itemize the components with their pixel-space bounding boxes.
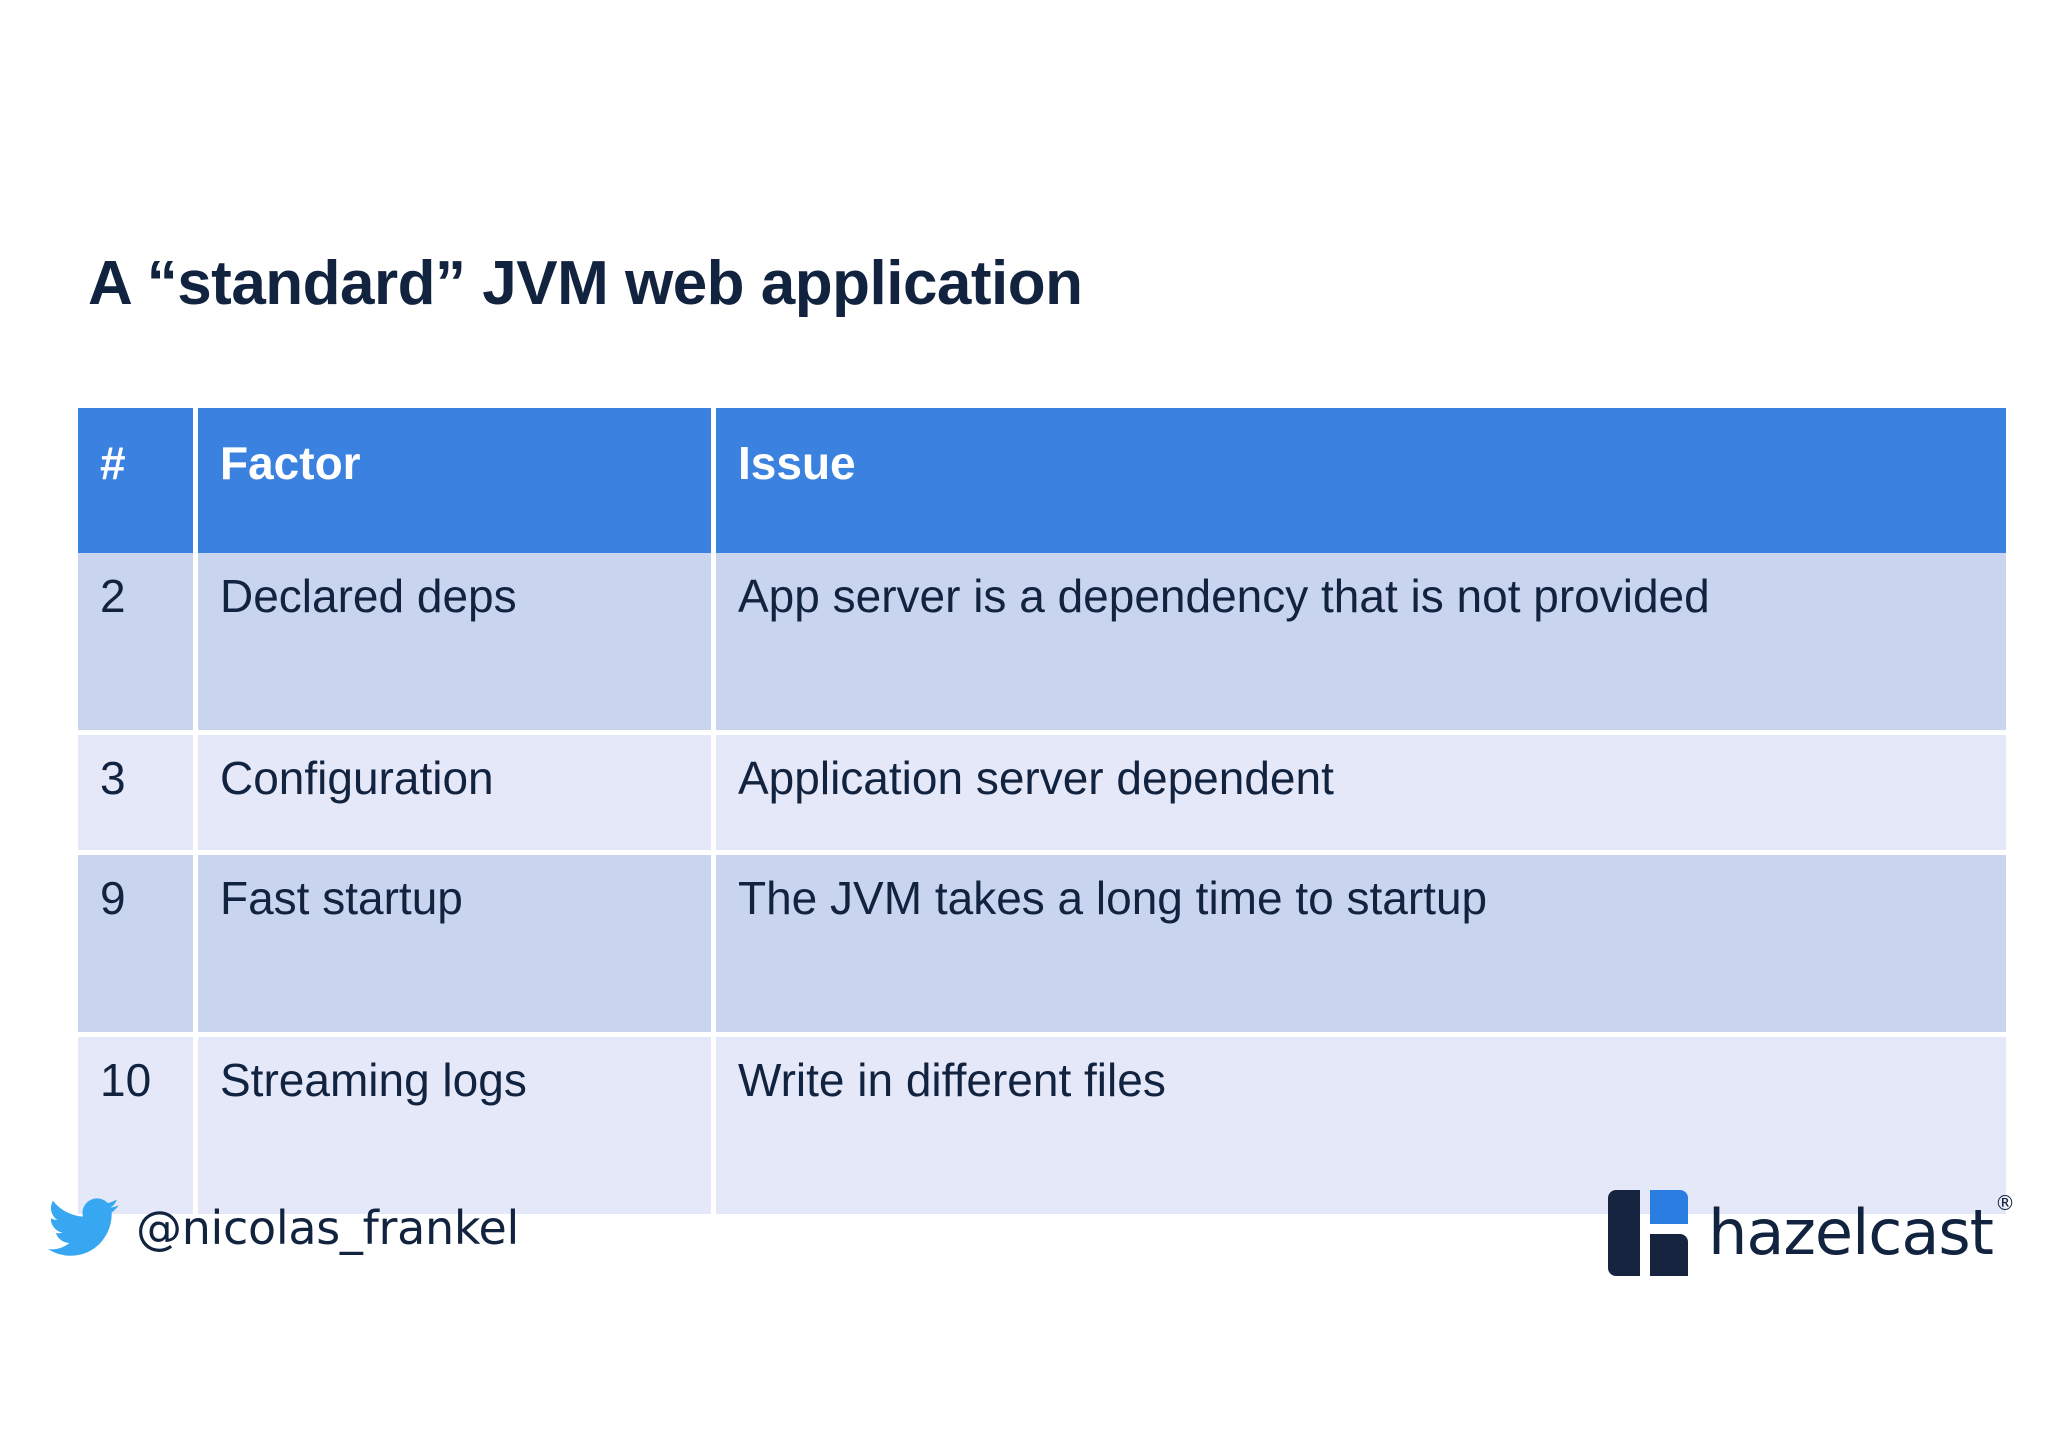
hazelcast-wordmark-text: hazelcast bbox=[1708, 1196, 1994, 1269]
cell-issue: Write in different files bbox=[716, 1037, 2006, 1219]
table-row: 9 Fast startup The JVM takes a long time… bbox=[78, 855, 2006, 1037]
cell-factor: Configuration bbox=[198, 735, 716, 855]
registered-trademark-symbol: ® bbox=[1995, 1191, 2015, 1216]
cell-issue: The JVM takes a long time to startup bbox=[716, 855, 2006, 1037]
table-header-row: # Factor Issue bbox=[78, 408, 2006, 553]
hazelcast-wordmark: hazelcast® bbox=[1708, 1193, 2015, 1264]
cell-issue: Application server dependent bbox=[716, 735, 2006, 855]
column-header-number: # bbox=[78, 408, 198, 553]
cell-number: 10 bbox=[78, 1037, 198, 1219]
page-title: A “standard” JVM web application bbox=[88, 248, 1083, 318]
factors-table: # Factor Issue 2 Declared deps App serve… bbox=[78, 408, 2006, 1219]
twitter-credit: @nicolas_frankel bbox=[48, 1198, 519, 1258]
table-body: 2 Declared deps App server is a dependen… bbox=[78, 553, 2006, 1219]
column-header-factor: Factor bbox=[198, 408, 716, 553]
cell-number: 3 bbox=[78, 735, 198, 855]
cell-factor: Fast startup bbox=[198, 855, 716, 1037]
table-row: 3 Configuration Application server depen… bbox=[78, 735, 2006, 855]
table-row: 10 Streaming logs Write in different fil… bbox=[78, 1037, 2006, 1219]
cell-factor: Declared deps bbox=[198, 553, 716, 735]
cell-number: 9 bbox=[78, 855, 198, 1037]
hazelcast-logo: hazelcast® bbox=[1608, 1190, 2015, 1276]
table-row: 2 Declared deps App server is a dependen… bbox=[78, 553, 2006, 735]
cell-factor: Streaming logs bbox=[198, 1037, 716, 1219]
cell-number: 2 bbox=[78, 553, 198, 735]
hazelcast-logo-icon bbox=[1608, 1190, 1689, 1276]
column-header-issue: Issue bbox=[716, 408, 2006, 553]
table-header: # Factor Issue bbox=[78, 408, 2006, 553]
cell-issue: App server is a dependency that is not p… bbox=[716, 553, 2006, 735]
twitter-bird-icon bbox=[48, 1198, 120, 1258]
twitter-handle: @nicolas_frankel bbox=[136, 1201, 520, 1255]
